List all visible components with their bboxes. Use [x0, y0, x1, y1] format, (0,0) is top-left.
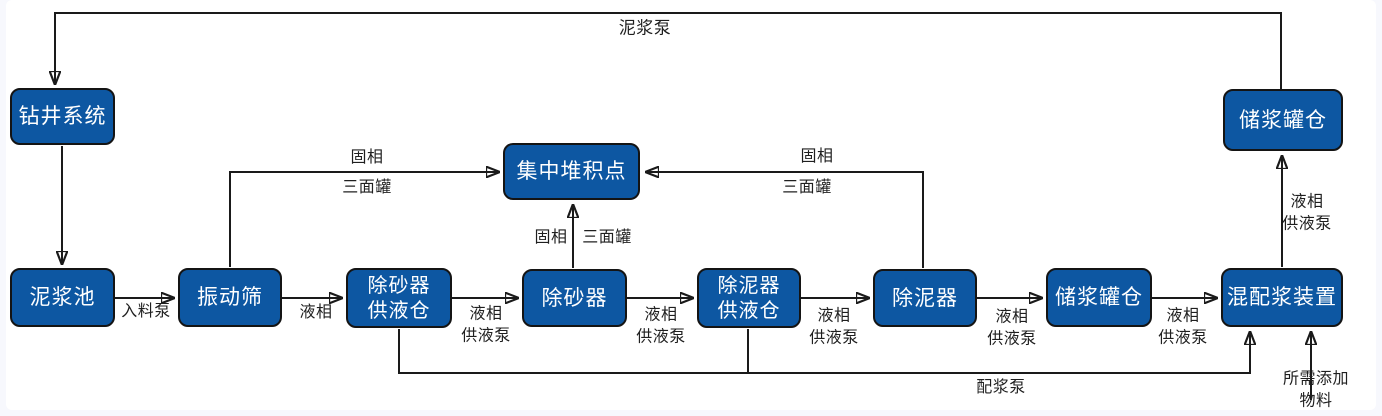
node-shaker[interactable]: 振动筛 [178, 268, 282, 327]
edge-label-solid-left-bottom: 三面罐 [342, 177, 392, 197]
edge-label-solid-mid-right: 三面罐 [582, 227, 632, 247]
diagram-canvas [6, 0, 1376, 410]
edge-label-mud-pump: 泥浆泵 [618, 18, 672, 39]
edge-label-liquid-supply-vertical: 液相 供液泵 [1282, 191, 1332, 232]
edge-label-solid-left-top: 固相 [350, 147, 384, 167]
edge-label-slurry-pump: 配浆泵 [976, 377, 1026, 397]
edge-label-liquid-supply-3: 液相 供液泵 [809, 305, 859, 346]
edge-label-solid-mid-left: 固相 [534, 227, 568, 247]
node-desilter[interactable]: 除泥器 [873, 269, 977, 327]
node-pile-point[interactable]: 集中堆积点 [503, 143, 640, 200]
node-desilter-tank[interactable]: 除泥器 供液仓 [697, 268, 801, 328]
node-desander-tank[interactable]: 除砂器 供液仓 [346, 268, 452, 328]
node-slurry-storage[interactable]: 储浆罐仓 [1046, 268, 1152, 327]
edge-label-required-materials: 所需添加物料 [1283, 368, 1350, 409]
node-slurry-storage-top[interactable]: 储浆罐仓 [1223, 89, 1343, 151]
edge-label-liquid-phase: 液相 [299, 302, 333, 322]
node-mud-pit[interactable]: 泥浆池 [10, 268, 115, 327]
edge-label-solid-right-top: 固相 [800, 146, 834, 166]
node-drilling-system[interactable]: 钻井系统 [10, 88, 115, 145]
edge-label-solid-right-bottom: 三面罐 [782, 177, 832, 197]
node-mixer[interactable]: 混配浆装置 [1221, 268, 1343, 327]
edge-label-liquid-supply-4: 液相 供液泵 [987, 306, 1037, 347]
edge-label-liquid-supply-2: 液相 供液泵 [636, 304, 686, 345]
edge-label-liquid-supply-1: 液相 供液泵 [461, 303, 511, 344]
edge-label-liquid-supply-5: 液相 供液泵 [1158, 305, 1208, 346]
edge-label-feed-pump: 入料泵 [121, 301, 171, 321]
node-desander[interactable]: 除砂器 [522, 269, 627, 327]
